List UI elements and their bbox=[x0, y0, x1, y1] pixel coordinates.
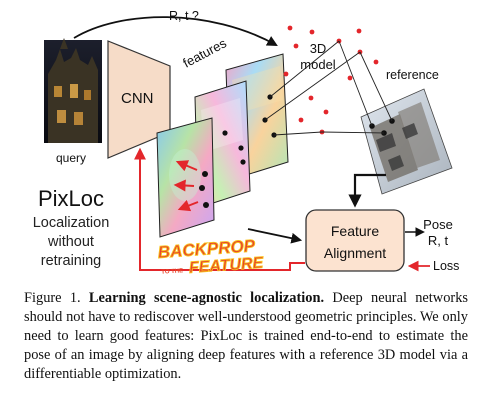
model-3d-label-line1: 3D bbox=[310, 41, 327, 56]
backprop-logo-line2: FEATURE bbox=[188, 255, 265, 277]
feature-alignment-label-line1: Feature bbox=[331, 223, 379, 239]
caption-body: Deep neural networks should not have to … bbox=[24, 290, 468, 382]
pixloc-diagram: query CNN R, t ? features 3D model bbox=[33, 9, 460, 278]
feature-map-1 bbox=[156, 117, 215, 238]
model-3d-points bbox=[283, 25, 379, 135]
pose-label-line2: R, t bbox=[428, 233, 449, 248]
pixloc-title: PixLoc bbox=[38, 186, 104, 211]
pixloc-subtitle-line3: retraining bbox=[41, 253, 101, 269]
caption-figure-label: Figure 1. bbox=[24, 290, 81, 306]
pose-label-line1: Pose bbox=[423, 217, 453, 232]
caption-bold-title: Learning scene-agnostic localization. bbox=[88, 290, 325, 306]
reference-image bbox=[360, 88, 453, 195]
pose-question-label: R, t ? bbox=[169, 9, 199, 23]
query-image bbox=[44, 38, 102, 143]
feature-alignment-box bbox=[305, 209, 405, 272]
backprop-logo-small: TO THE bbox=[161, 268, 183, 276]
pixloc-subtitle-line1: Localization bbox=[33, 215, 110, 231]
model-3d-label-line2: model bbox=[300, 57, 336, 72]
query-label: query bbox=[56, 151, 86, 165]
cnn-label: CNN bbox=[121, 90, 154, 107]
pixloc-subtitle-line2: without bbox=[47, 234, 94, 250]
features-label: features bbox=[180, 35, 229, 71]
feature-alignment-label-line2: Alignment bbox=[324, 245, 386, 261]
loss-label: Loss bbox=[433, 259, 459, 273]
reference-to-alignment-arrow bbox=[348, 173, 386, 208]
figure-caption: Figure 1. Learning scene-agnostic locali… bbox=[24, 289, 468, 384]
projection-lines bbox=[264, 40, 393, 136]
backprop-logo: BACKPROP TO THE FEATURE bbox=[157, 236, 266, 278]
reference-label: reference bbox=[386, 68, 439, 82]
pose-question-arrow bbox=[73, 16, 278, 47]
backprop-path bbox=[134, 147, 305, 271]
features-to-alignment-arrow bbox=[247, 228, 303, 244]
